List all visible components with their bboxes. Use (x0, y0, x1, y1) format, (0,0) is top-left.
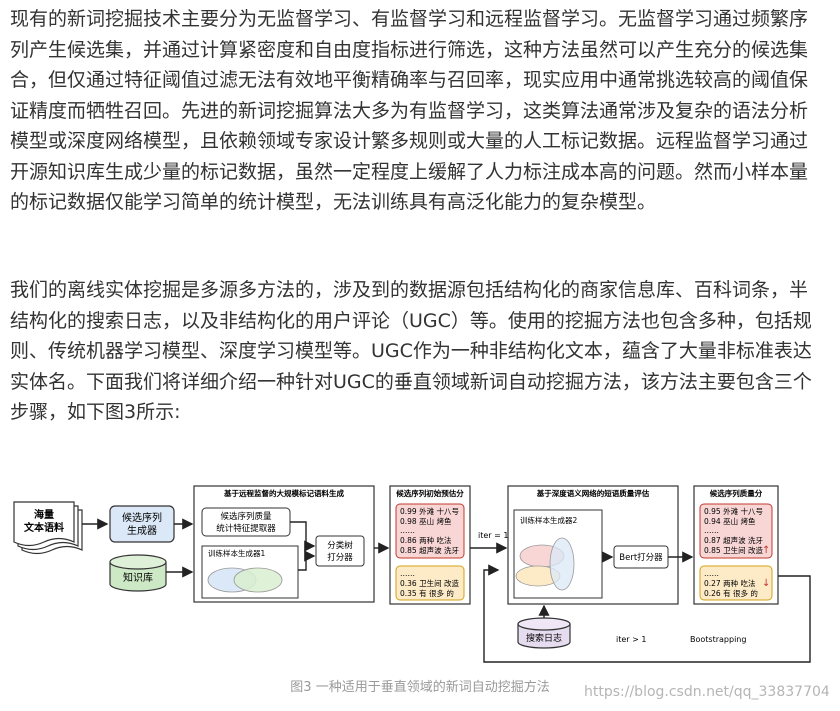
classifier-label-1: 分类树 (327, 540, 353, 551)
quality-extractor-label-1: 候选序列质量 (220, 511, 272, 522)
venn-blue-tall-ellipse (549, 537, 575, 591)
initial-top-item: 0.98 巫山 烤鱼 (400, 516, 452, 526)
sample-generator2-label: 训练样本生成器2 (520, 515, 577, 525)
final-bottom-item: …… (704, 569, 719, 578)
final-bottom-list (699, 565, 773, 601)
venn-green-ellipse (233, 567, 283, 593)
final-top-list (699, 503, 773, 559)
initial-top-item: 0.86 两种 吃法 (400, 535, 452, 545)
final-bottom-item: 0.26 有 很多 的 (704, 588, 758, 598)
classifier-label-2: 打分器 (327, 552, 353, 563)
sample-generator1-label: 训练样本生成器1 (208, 548, 265, 558)
knowledge-base-icon: 知识库 (109, 554, 167, 592)
initial-bottom-item: …… (400, 569, 415, 578)
knowledge-base-label: 知识库 (123, 571, 153, 584)
final-bottom-item: 0.27 两种 吃法 (704, 578, 756, 588)
initial-scores-title: 候选序列初始预估分 (396, 488, 464, 498)
corpus-label-2: 文本语料 (24, 521, 64, 534)
corpus-document-icon: 海量 文本语料 (13, 501, 83, 555)
search-log-label: 搜索日志 (526, 632, 562, 644)
initial-bottom-item: 0.35 有 很多 的 (400, 588, 454, 598)
rank-down-arrow-icon: ↓ (762, 578, 770, 589)
iter-gt-1-label: iter > 1 (616, 635, 646, 644)
initial-bottom-list (395, 565, 465, 601)
final-top-item: 0.87 超声波 洗牙 (704, 535, 763, 545)
section2-title: 基于深度语义网络的短语质量评估 (536, 488, 650, 498)
initial-top-item: 0.99 外滩 十八号 (400, 506, 459, 516)
section1-title: 基于远程监督的大规模标记语料生成 (223, 488, 344, 498)
iter-eq-1-label: iter = 1 (478, 531, 508, 540)
final-top-item: 0.85 卫生间 改造 (704, 545, 763, 555)
article-paragraph-2: 我们的离线实体挖掘是多源多方法的，涉及到的数据源包括结构化的商家信息库、百科词条… (10, 279, 812, 423)
initial-top-item: 0.85 超声波 洗牙 (400, 545, 459, 555)
final-scores-title: 候选序列质量分 (710, 488, 763, 498)
initial-bottom-item: 0.36 卫生间 改造 (400, 578, 459, 588)
candidate-generator-label-1: 候选序列 (122, 511, 162, 524)
watermark-url: https://blog.csdn.net/qq_33837704 (584, 684, 830, 700)
initial-top-list (395, 503, 465, 559)
final-top-item: …… (704, 526, 719, 535)
candidate-generator-label-2: 生成器 (127, 524, 157, 537)
bert-scorer-label: Bert打分器 (619, 552, 663, 563)
initial-top-item: …… (400, 526, 415, 535)
bootstrapping-label: Bootstrapping (690, 635, 746, 644)
pipeline-figure: 海量 文本语料 知识库 候选序列 生成器 基于远程监督的大规模标记语料生成 候选… (13, 485, 811, 663)
final-top-item: 0.94 巫山 烤鱼 (704, 516, 756, 526)
rank-up-arrow-icon: ↑ (762, 545, 770, 556)
final-top-item: 0.95 外滩 十八号 (704, 506, 763, 516)
corpus-label-1: 海量 (34, 508, 54, 521)
classifier-box (315, 535, 365, 567)
article-paragraph-1: 现有的新词挖掘技术主要分为无监督学习、有监督学习和远程监督学习。无监督学习通过频… (10, 8, 809, 213)
flow-arrows (82, 518, 811, 663)
quality-extractor-label-2: 统计特征提取器 (216, 523, 276, 534)
search-log-icon: 搜索日志 (517, 617, 571, 649)
figure-caption: 图3 一种适用于垂直领域的新词自动挖掘方法 (290, 680, 550, 695)
